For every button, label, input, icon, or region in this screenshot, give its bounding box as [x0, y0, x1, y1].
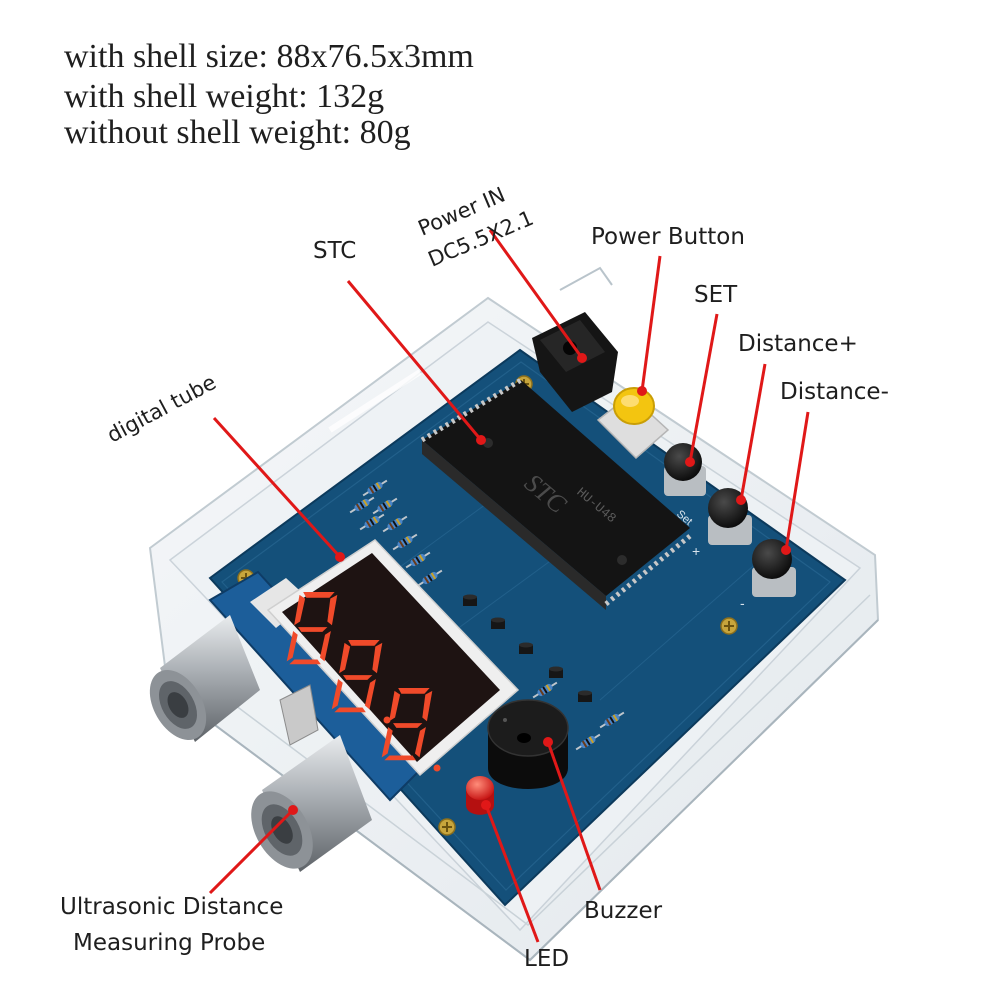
label-buzzer: Buzzer — [584, 898, 663, 924]
label-probe-line1: Ultrasonic Distance — [60, 894, 283, 920]
spec-shell-size: with shell size: 88x76.5x3mm — [64, 38, 474, 75]
plus-mark: + — [692, 543, 700, 559]
chip-icon: STC HU-U48 — [420, 377, 692, 610]
led-icon — [466, 776, 494, 815]
spec-shell-weight: with shell weight: 132g — [64, 78, 385, 115]
seven-segment-display-icon — [266, 539, 520, 777]
power-button[interactable] — [596, 387, 670, 460]
label-led: LED — [524, 946, 569, 972]
buzzer-icon — [487, 699, 569, 789]
spec-no-shell-weight: without shell weight: 80g — [64, 114, 411, 151]
label-distance-plus: Distance+ — [738, 331, 858, 357]
label-digital-tube: digital tube — [103, 370, 220, 447]
label-set: SET — [694, 282, 738, 308]
minus-mark: - — [740, 595, 745, 611]
label-power-button: Power Button — [591, 224, 745, 250]
label-stc: STC — [313, 238, 356, 264]
label-probe-line2: Measuring Probe — [73, 930, 265, 956]
label-distance-minus: Distance- — [780, 379, 889, 405]
leader-lines — [208, 229, 810, 943]
